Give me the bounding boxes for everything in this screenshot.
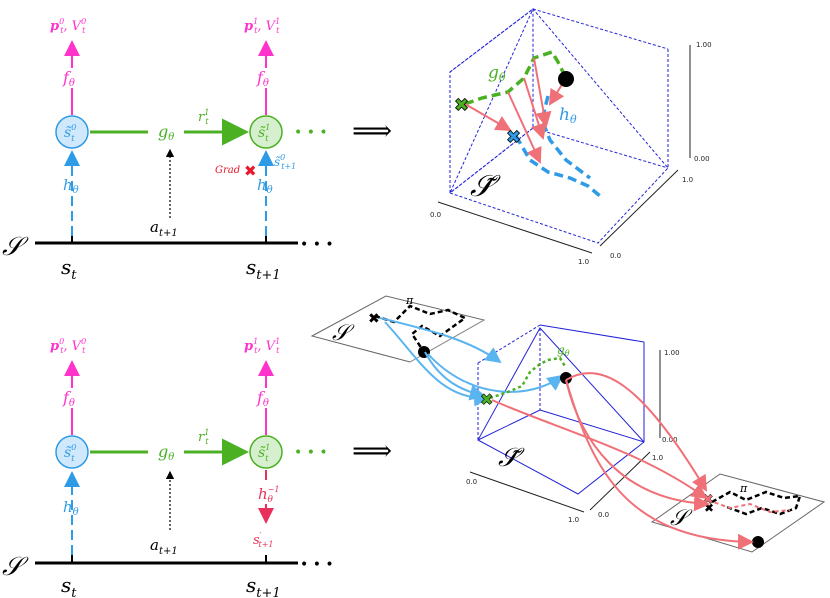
s-t-label: st	[61, 255, 77, 283]
action-label-top: at+1	[150, 218, 178, 239]
g-plot-label-bottom: gθ	[557, 343, 570, 358]
mapped-marker-top: ✖	[506, 127, 521, 148]
svg-text:0.0: 0.0	[430, 211, 441, 219]
h-label-bottom: hθ	[63, 498, 79, 518]
s-t1-label-bottom: st+1	[246, 573, 281, 598]
h-plot-label: hθ	[559, 105, 577, 126]
svg-text:0.0: 0.0	[610, 252, 621, 260]
grad-stop-icon: ✖	[244, 162, 257, 180]
state-dots: • • •	[300, 237, 334, 253]
latent-node-1-bottom	[249, 435, 283, 469]
svg-text:s̃1t: s̃1t	[258, 123, 270, 143]
action-label-bottom: at+1	[150, 536, 178, 557]
svg-text:✖: ✖	[480, 390, 493, 409]
svg-text:1.0: 1.0	[578, 258, 589, 266]
g-label-bottom: gθ	[158, 442, 174, 463]
state-space-label: 𝒮	[2, 232, 29, 262]
svg-text:0.00: 0.00	[662, 436, 678, 444]
pi-label-left: π	[405, 294, 414, 307]
s-t1-label: st+1	[246, 255, 281, 283]
f-label-right: fθ	[256, 68, 269, 89]
grad-label: Grad	[215, 165, 240, 176]
g-label-top: gθ	[158, 122, 174, 143]
green-dots-bottom: • • •	[294, 445, 328, 461]
state-space-label-bottom: 𝒮	[2, 552, 29, 582]
f-label-right-bottom: fθ	[256, 388, 269, 409]
h-label-left: hθ	[63, 176, 79, 196]
svg-text:0.0: 0.0	[466, 478, 477, 486]
goal-dot-top	[558, 71, 574, 87]
pi-label-right: π	[739, 482, 748, 495]
state-dots-bottom: • • •	[300, 557, 334, 573]
latent-space-label-bottom: 𝒮̃	[498, 443, 525, 473]
svg-text:✖: ✖	[368, 311, 380, 327]
f-label-left: fθ	[62, 68, 75, 89]
g-plot-label: gθ	[488, 63, 506, 84]
start-marker-top: ✖	[454, 95, 469, 116]
svg-text:1.00: 1.00	[696, 41, 712, 49]
svg-text:s̃1t: s̃1t	[258, 443, 270, 463]
svg-text:1.0: 1.0	[682, 176, 693, 184]
implies-arrow-top: ⟹	[352, 114, 392, 147]
h-label-right: hθ	[257, 176, 273, 196]
latent-node-0	[55, 115, 89, 149]
svg-text:0.0: 0.0	[598, 511, 609, 519]
implies-arrow-bottom: ⟹	[352, 434, 392, 467]
top-3d-plot: 1.00 0.00 1.0 0.0 0.0 1.0 ✖ ✖ gθ hθ 𝒮̃	[430, 7, 712, 266]
svg-text:1.0: 1.0	[568, 516, 579, 524]
svg-text:1.00: 1.00	[664, 349, 680, 357]
svg-text:0.00: 0.00	[694, 155, 710, 163]
latent-node-1	[249, 115, 283, 149]
latent-node-0-bottom	[55, 435, 89, 469]
green-dots-top: • • •	[294, 125, 328, 141]
svg-text:s̃0t: s̃0t	[64, 123, 76, 143]
svg-text:s̃0t: s̃0t	[64, 443, 76, 463]
s-t-label-bottom: st	[61, 573, 77, 598]
bottom-3d-plot: ✖ 𝒮 π 1.00 0.00 1.0 0.0 0.0 1.0 gθ	[310, 294, 826, 553]
s-prime-label: s′t+1	[253, 531, 274, 549]
latent-space-label-top: 𝒮̃	[470, 169, 501, 204]
svg-text:1.0: 1.0	[652, 454, 663, 462]
f-label-left-bottom: fθ	[62, 388, 75, 409]
